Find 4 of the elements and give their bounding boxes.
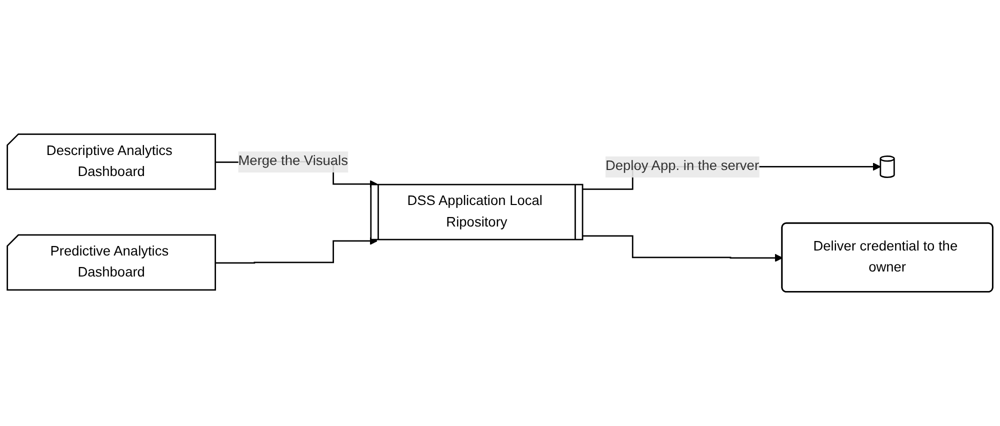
node-cylinder: [880, 155, 895, 178]
edge-label: Merge the Visuals: [238, 153, 348, 169]
edge-label: Deploy App. in the server: [605, 158, 760, 174]
arrow: [583, 235, 783, 262]
